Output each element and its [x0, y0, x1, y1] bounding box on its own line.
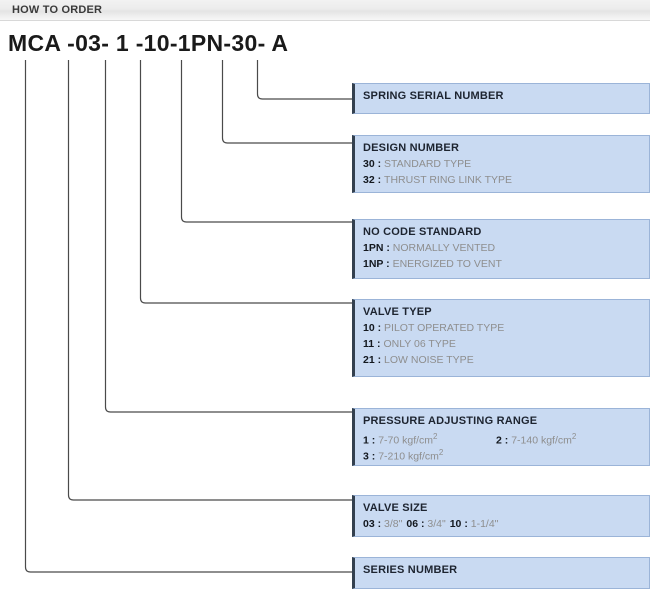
option-entry: 1 : 7-70 kgf/cm2	[363, 432, 438, 447]
callout-row: 03 : 3/8"06 : 3/4"10 : 1-1/4"	[363, 516, 649, 532]
option-desc: LOW NOISE TYPE	[384, 354, 474, 366]
option-desc: NORMALLY VENTED	[392, 242, 496, 254]
option-entry: 06 : 3/4"	[406, 518, 446, 530]
callout-title: VALVE SIZE	[363, 502, 428, 514]
callout-row: 3 : 7-210 kgf/cm2	[363, 448, 444, 463]
order-code-string: MCA -03- 1 -10-1PN-30- A	[8, 30, 289, 56]
option-code: 32	[363, 174, 375, 186]
option-superscript: 2	[438, 448, 444, 457]
option-desc: 7-140 kgf/cm	[511, 434, 572, 447]
callout-pressure-adjusting-range: PRESSURE ADJUSTING RANGE 1 : 7-70 kgf/cm…	[352, 408, 650, 466]
option-code: 11	[363, 338, 375, 350]
leader-spring-serial	[256, 60, 352, 100]
option-code: 2	[496, 434, 502, 447]
option-desc: 3/8"	[384, 518, 403, 530]
header-bar	[0, 0, 650, 21]
callout-row: 1NP : ENERGIZED TO VENT	[363, 258, 502, 270]
option-code: 3	[363, 450, 369, 463]
callout-row: 1 : 7-70 kgf/cm2 2 : 7-140 kgf/cm2	[363, 429, 649, 447]
callout-row: 32 : THRUST RING LINK TYPE	[363, 174, 512, 186]
option-desc: STANDARD TYPE	[384, 158, 472, 170]
option-entry: 03 : 3/8"	[363, 518, 403, 530]
callout-valve-type: VALVE TYEP 10 : PILOT OPERATED TYPE 11 :…	[352, 299, 650, 377]
callout-title: NO CODE STANDARD	[363, 226, 482, 238]
option-code: 10	[449, 518, 462, 530]
option-desc: 7-210 kgf/cm	[378, 450, 439, 463]
callout-title: DESIGN NUMBER	[363, 142, 460, 154]
callout-valve-size: VALVE SIZE 03 : 3/8"06 : 3/4"10 : 1-1/4"	[352, 495, 650, 537]
option-code: 1NP	[363, 258, 384, 270]
option-code: 1	[363, 434, 369, 447]
callout-title: SPRING SERIAL NUMBER	[363, 90, 504, 102]
option-code: 06	[406, 518, 419, 530]
option-code: 03	[363, 518, 375, 530]
callout-series-number: SERIES NUMBER	[352, 557, 650, 589]
leader-design-number	[221, 60, 352, 144]
option-desc: PILOT OPERATED TYPE	[384, 322, 505, 334]
page-title: HOW TO ORDER	[12, 4, 103, 16]
leader-series-number	[24, 60, 352, 573]
leader-pressure-range	[104, 60, 352, 413]
leader-no-code-standard	[180, 60, 352, 223]
option-desc: ONLY 06 TYPE	[383, 338, 456, 350]
option-desc: 7-70 kgf/cm	[378, 434, 434, 447]
callout-title: SERIES NUMBER	[363, 564, 458, 576]
callout-row: 1PN : NORMALLY VENTED	[363, 242, 496, 254]
option-desc: ENERGIZED TO VENT	[392, 258, 502, 270]
option-desc: THRUST RING LINK TYPE	[384, 174, 512, 186]
option-entry: 10 : 1-1/4"	[449, 518, 499, 530]
option-superscript: 2	[433, 432, 438, 441]
option-code: 30	[363, 158, 375, 170]
leader-valve-size	[67, 60, 352, 501]
leader-valve-type	[139, 60, 352, 304]
callout-no-code-standard: NO CODE STANDARD 1PN : NORMALLY VENTED 1…	[352, 219, 650, 279]
option-desc: 3/4"	[427, 518, 446, 530]
callout-title: VALVE TYEP	[363, 306, 432, 318]
option-superscript: 2	[571, 432, 577, 441]
callout-row: 30 : STANDARD TYPE	[363, 158, 472, 170]
callout-title: PRESSURE ADJUSTING RANGE	[363, 415, 538, 427]
option-code: 1PN	[363, 242, 384, 254]
callout-spring-serial-number: SPRING SERIAL NUMBER	[352, 83, 650, 114]
option-entry: 2 : 7-140 kgf/cm2	[496, 432, 577, 447]
option-code: 10	[363, 322, 375, 334]
callout-row: 11 : ONLY 06 TYPE	[363, 338, 456, 350]
callout-row: 10 : PILOT OPERATED TYPE	[363, 322, 505, 334]
callout-row: 21 : LOW NOISE TYPE	[363, 354, 474, 366]
callout-design-number: DESIGN NUMBER 30 : STANDARD TYPE 32 : TH…	[352, 135, 650, 193]
option-desc: 1-1/4"	[470, 518, 499, 530]
option-code: 21	[363, 354, 375, 366]
